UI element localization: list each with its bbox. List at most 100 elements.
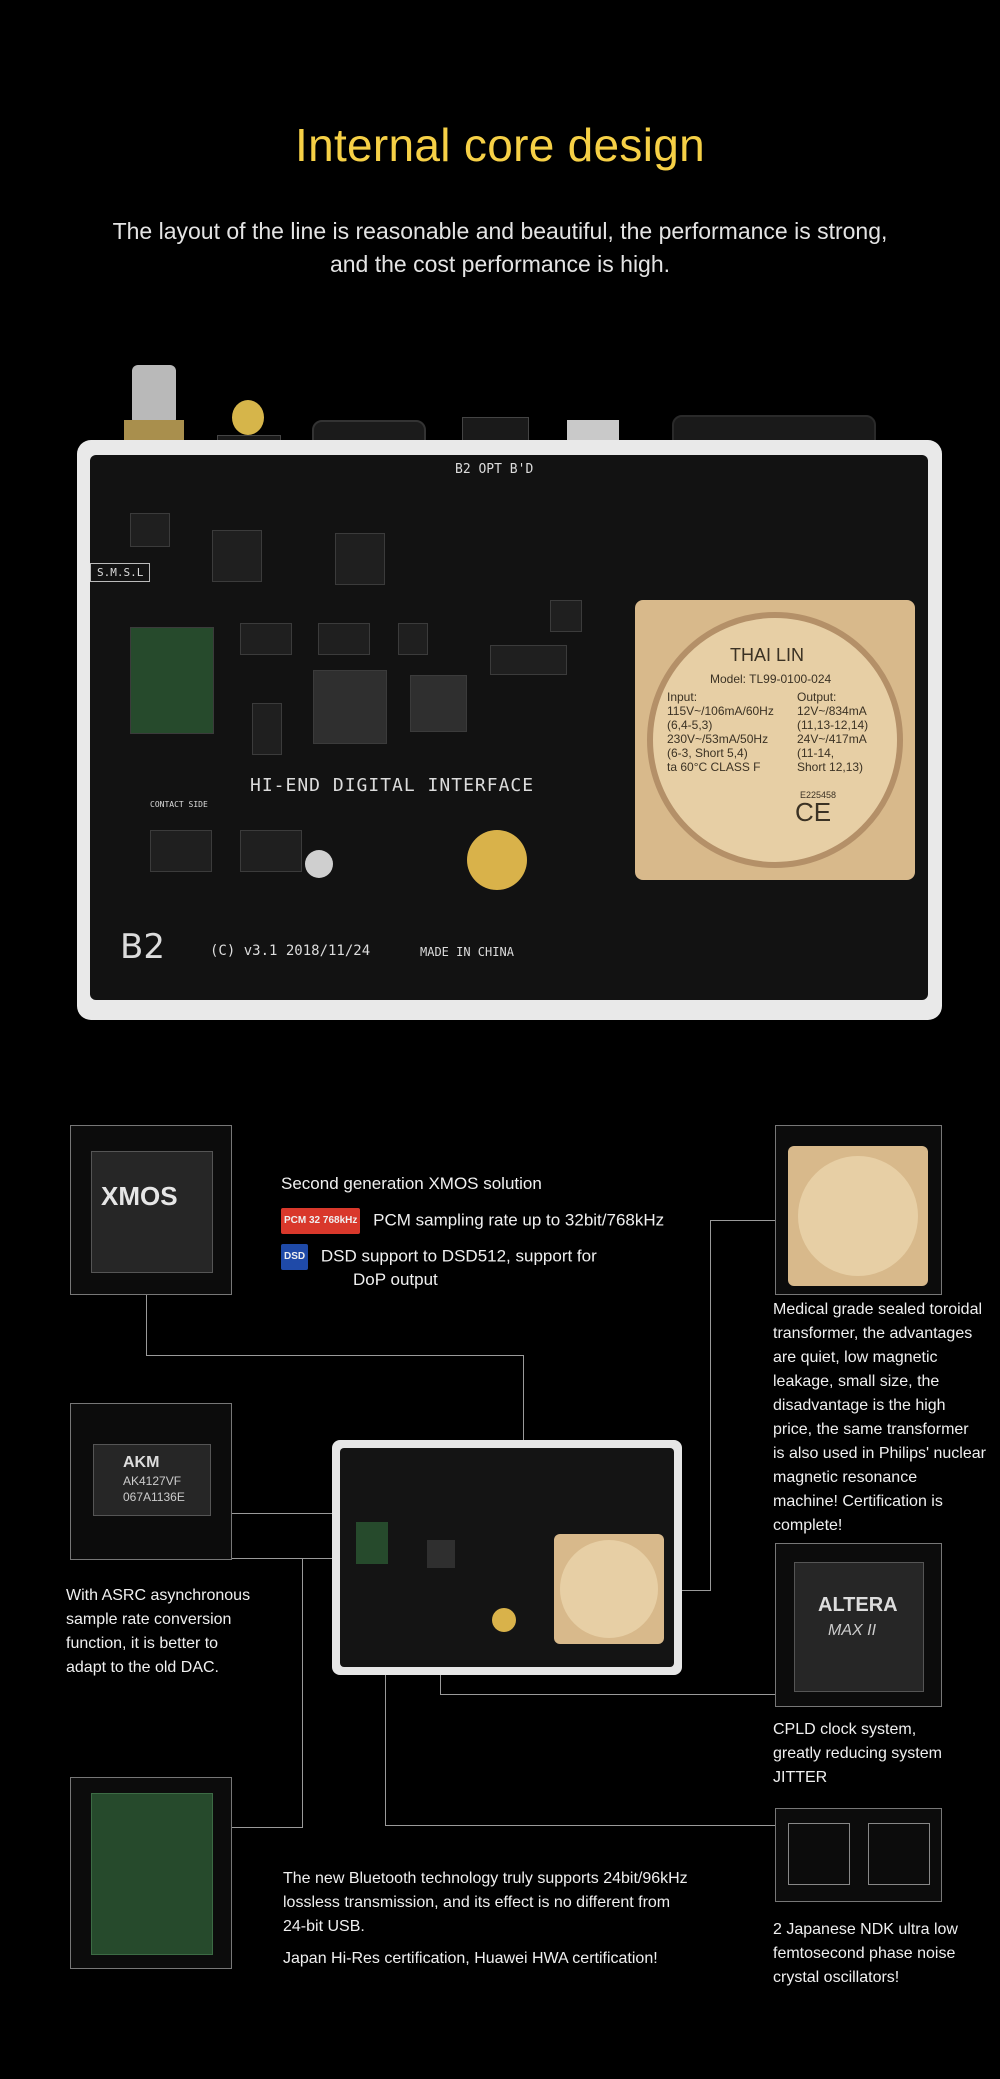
cpld-chip-line2: MAX II xyxy=(828,1622,877,1639)
transformer-model: Model: TL99-0100-024 xyxy=(710,672,832,686)
transformer-text-line: is also used in Philips' nuclear xyxy=(773,1445,986,1462)
transformer-text-line: transformer, the advantages xyxy=(773,1325,973,1342)
transformer-output-4: (11-14, xyxy=(797,746,835,760)
chip-e xyxy=(318,623,370,655)
crystal-oscillator-2 xyxy=(240,830,302,872)
bluetooth-text-line: lossless transmission, and its effect is… xyxy=(283,1894,671,1911)
transformer-input-2: (6,4-5,3) xyxy=(667,718,713,732)
cpld-text: CPLD clock system, greatly reducing syst… xyxy=(773,1718,942,1790)
connector-line xyxy=(710,1220,711,1590)
transformer-output-2: (11,13-12,14) xyxy=(797,718,869,732)
akm-text-line: function, it is better to xyxy=(66,1635,219,1652)
transformer-input-label: Input: xyxy=(667,690,698,704)
subtitle-line-2: and the cost performance is high. xyxy=(329,251,671,277)
crystal-text-line: femtosecond phase noise xyxy=(773,1945,956,1962)
connector-line xyxy=(146,1294,147,1356)
contact-side-label: CONTACT SIDE xyxy=(150,800,208,809)
crystal-text: 2 Japanese NDK ultra low femtosecond pha… xyxy=(773,1918,958,1990)
pcm-feature: PCM 32 768kHz PCM sampling rate up to 32… xyxy=(281,1208,664,1234)
chip-h xyxy=(490,645,567,675)
xmos-heading: Second generation XMOS solution xyxy=(281,1174,542,1193)
rca-connector xyxy=(232,400,264,435)
small-transformer xyxy=(554,1534,664,1644)
transformer-ce-mark: CE xyxy=(795,797,832,827)
transformer-text-line: disadvantage is the high xyxy=(773,1397,946,1414)
transformer-output-3: 24V~/417mA xyxy=(797,732,867,746)
bluetooth-text-line: The new Bluetooth technology truly suppo… xyxy=(283,1870,688,1887)
transformer-input-4: (6-3, Short 5,4) xyxy=(667,746,748,760)
transformer-output-5: Short 12,13) xyxy=(797,760,864,774)
bnc-connector xyxy=(132,365,176,425)
akm-text: With ASRC asynchronous sample rate conve… xyxy=(66,1584,250,1680)
connector-line xyxy=(523,1355,524,1515)
transformer-ring xyxy=(647,612,903,868)
opt-label: B2 OPT B'D xyxy=(455,462,534,477)
chip-d xyxy=(240,623,292,655)
akm-text-line: With ASRC asynchronous xyxy=(66,1587,251,1604)
connector-line xyxy=(385,1590,386,1826)
dsd-text-line1: DSD support to DSD512, support for xyxy=(320,1246,597,1266)
akm-chip-line2: AK4127VF xyxy=(123,1474,182,1488)
connector-line xyxy=(302,1558,303,1828)
akm-chip-body xyxy=(93,1444,211,1516)
transformer-input-3: 230V~/53mA/50Hz xyxy=(667,732,769,746)
connector-line xyxy=(146,1355,524,1356)
bluetooth-text: The new Bluetooth technology truly suppo… xyxy=(283,1867,688,1971)
dsd-feature: DSD DSD support to DSD512, support for xyxy=(281,1244,597,1270)
transformer-text-line: price, the same transformer xyxy=(773,1421,969,1438)
crystal-pad-1 xyxy=(788,1823,850,1885)
crystal-oscillator-1 xyxy=(150,830,212,872)
main-board-photo: S.M.S.L B2 OPT B'D HI-END DIGITAL INTERF… xyxy=(72,355,947,1020)
connector-line xyxy=(440,1694,775,1695)
bluetooth-text-line: 24-bit USB. xyxy=(283,1918,365,1935)
akm-text-line: sample rate conversion xyxy=(66,1611,232,1628)
connector-line xyxy=(230,1827,303,1828)
made-in-label: MADE IN CHINA xyxy=(420,945,514,959)
cpld-chip-line1: ALTERA xyxy=(818,1594,898,1616)
pcm-badge-icon: PCM 32 768kHz xyxy=(281,1208,361,1234)
electrolytic-capacitor xyxy=(467,830,527,890)
akm-text-line: adapt to the old DAC. xyxy=(66,1659,219,1676)
subtitle-line-1: The layout of the line is reasonable and… xyxy=(112,218,888,244)
transformer-text-line: complete! xyxy=(773,1517,843,1534)
bluetooth-module-thumb xyxy=(70,1777,232,1969)
small-capacitor xyxy=(305,850,333,878)
cpld-chip-body xyxy=(794,1562,924,1692)
model-label: B2 xyxy=(120,927,165,967)
connector-line xyxy=(385,1825,775,1826)
transformer-text-line: leakage, small size, the xyxy=(773,1373,940,1390)
version-label: (C) v3.1 2018/11/24 xyxy=(210,943,371,959)
transformer-input-5: ta 60°C CLASS F xyxy=(667,760,761,774)
akm-chip-thumb: AKM AK4127VF 067A1136E xyxy=(70,1403,232,1560)
chip-b xyxy=(212,530,262,582)
chip-f xyxy=(398,623,428,655)
crystal-text-line: 2 Japanese NDK ultra low xyxy=(773,1921,958,1938)
xmos-chip-text: XMOS xyxy=(101,1181,178,1211)
chip-i xyxy=(550,600,582,632)
page-title: Internal core design xyxy=(294,119,706,171)
xmos-chip-thumb: XMOS xyxy=(70,1125,232,1295)
transformer-text: Medical grade sealed toroidal transforme… xyxy=(773,1298,986,1538)
small-board-photo xyxy=(332,1440,682,1675)
bluetooth-module xyxy=(130,627,214,734)
cpld-chip xyxy=(313,670,387,744)
pcm-text: PCM sampling rate up to 32bit/768kHz xyxy=(373,1210,665,1230)
transformer-code: E225458 xyxy=(800,790,837,800)
cpld-text-line: CPLD clock system, xyxy=(773,1721,917,1738)
cpld-text-line: JITTER xyxy=(773,1769,828,1786)
transformer-thumb-ring xyxy=(798,1156,918,1276)
transformer-thumb xyxy=(775,1125,942,1295)
transformer-text-line: Medical grade sealed toroidal xyxy=(773,1301,983,1318)
akm-chip-line3: 067A1136E xyxy=(123,1490,185,1504)
dsd-text-line2: DoP output xyxy=(353,1270,438,1289)
xmos-chip xyxy=(410,675,467,732)
smsl-logo: S.M.S.L xyxy=(90,563,151,582)
bluetooth-cert: Japan Hi-Res certification, Huawei HWA c… xyxy=(283,1950,658,1967)
akm-chip-line1: AKM xyxy=(123,1454,160,1471)
bluetooth-board xyxy=(91,1793,213,1955)
cpld-chip-thumb: ALTERA MAX II xyxy=(775,1543,942,1707)
transformer-text-line: machine! Certification is xyxy=(773,1493,943,1510)
crystal-oscillator-thumb xyxy=(775,1808,942,1902)
pcb: S.M.S.L B2 OPT B'D HI-END DIGITAL INTERF… xyxy=(90,455,928,1000)
small-cpld-chip xyxy=(427,1540,455,1568)
